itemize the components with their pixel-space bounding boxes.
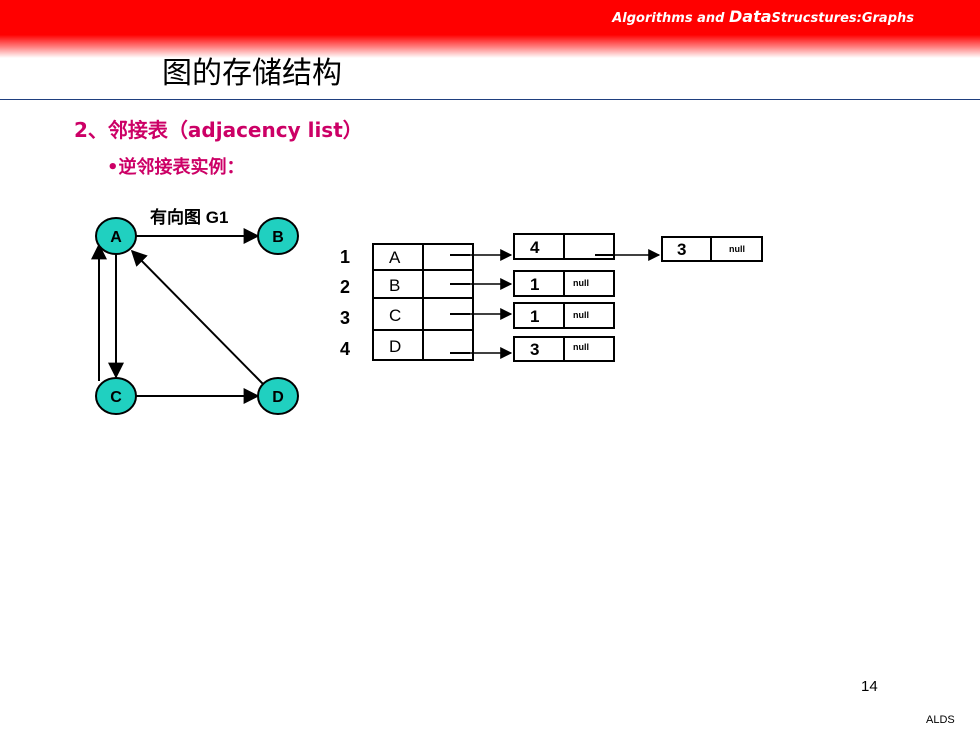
list-node-row1-1-value: 4 (530, 238, 540, 257)
list-node-row3-null: null (573, 310, 589, 320)
list-node-row1-1: 4 (513, 233, 615, 260)
index-4: 4 (340, 339, 350, 359)
course-title-part-3: Strucstures:Graphs (771, 11, 914, 26)
list-node-row1-2-value: 3 (677, 240, 686, 259)
course-title: Algorithms and DataStrucstures:Graphs (612, 7, 914, 26)
index-1: 1 (340, 247, 350, 267)
graph-g1: 有向图 G1 A B C D (91, 207, 299, 415)
list-node-row3: 1 null (513, 302, 615, 329)
page-number: 14 (861, 678, 878, 695)
title-divider (0, 99, 980, 100)
index-2: 2 (340, 277, 350, 297)
node-c-label: C (110, 389, 122, 406)
graph-label: 有向图 G1 (150, 207, 228, 227)
list-node-row2-value: 1 (530, 275, 539, 294)
node-b-label: B (272, 229, 284, 246)
adjacency-lists: 4 3 null 1 null 1 null 3 nul (513, 233, 763, 362)
list-node-row3-value: 1 (530, 307, 539, 326)
slide-title: 图的存储结构 (162, 56, 342, 91)
list-node-row4-null: null (573, 342, 589, 352)
header-bar: Algorithms and DataStrucstures:Graphs (0, 0, 980, 58)
list-node-row1-2: 3 null (661, 236, 763, 262)
section-heading: 2、邻接表（adjacency list） (74, 118, 363, 142)
node-a-label: A (110, 229, 122, 246)
list-node-row2: 1 null (513, 270, 615, 297)
course-title-part-2: Data (728, 7, 772, 26)
node-c: C (95, 377, 137, 415)
node-b: B (257, 217, 299, 255)
edge-d-a (130, 249, 265, 386)
list-node-row2-null: null (573, 278, 589, 288)
vertex-table: 1 2 3 4 A B C D (340, 243, 513, 361)
course-title-part-1: Algorithms and (612, 11, 729, 26)
index-3: 3 (340, 308, 350, 328)
list-node-row4: 3 null (513, 336, 615, 362)
vertex-d: D (389, 337, 401, 356)
footer-label: ALDS (926, 714, 955, 726)
vertex-a: A (389, 248, 401, 267)
list-node-row1-2-null: null (729, 244, 745, 254)
node-d-label: D (272, 389, 284, 406)
bullet-text: •逆邻接表实例： (107, 157, 245, 178)
vertex-c: C (389, 306, 401, 325)
vertex-b: B (389, 276, 400, 295)
node-d: D (257, 377, 299, 415)
list-node-row4-value: 3 (530, 340, 539, 359)
node-a: A (95, 217, 137, 255)
